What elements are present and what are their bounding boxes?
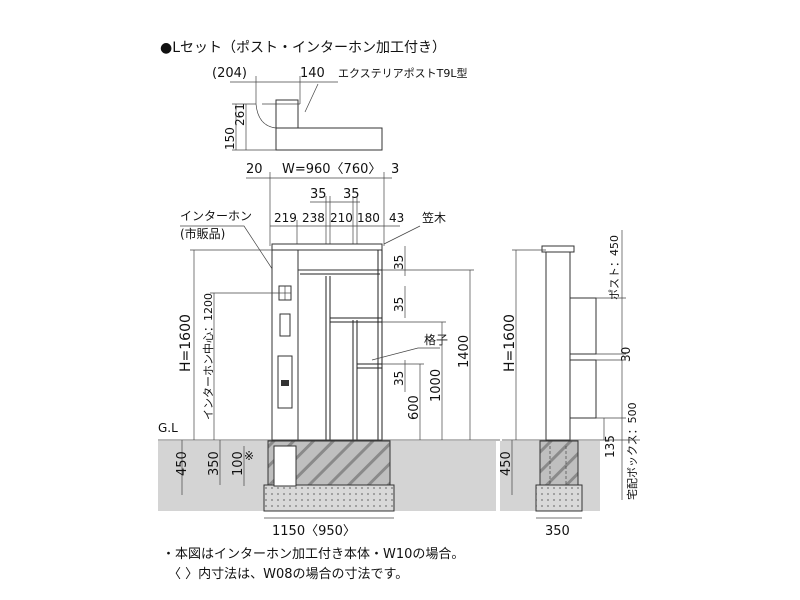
plan-wall-body: [275, 127, 383, 151]
plan-post: [275, 99, 299, 129]
front-dim-350: 350: [207, 451, 222, 476]
label-kasagi: 笠木: [422, 210, 446, 225]
kasagi-rail: [271, 243, 383, 251]
front-dim-height: H=1600: [178, 314, 194, 372]
side-mailbox: [569, 297, 597, 355]
front-dim-intercom-center: インターホン中心：1200: [202, 293, 215, 420]
front-dim-450: 450: [175, 451, 190, 476]
side-dim-post: ポスト：450: [608, 235, 621, 300]
front-dim-600: 600: [407, 395, 422, 420]
delivery-lock-icon: [281, 380, 289, 386]
plan-dim-261: 261: [233, 103, 247, 126]
label-intercom-sub: (市販品): [180, 226, 225, 241]
front-note-mark: ※: [244, 449, 254, 463]
front-view: 20 W=960〈760〉 3 35 35 219 238 210 180 43…: [158, 162, 500, 539]
front-dim-width: W=960〈760〉: [282, 162, 381, 177]
front-dim-3: 3: [391, 162, 399, 177]
lattice-frame: [297, 269, 383, 441]
front-dim-1000: 1000: [429, 369, 444, 402]
side-view: H=1600 ポスト：450 30 宅配ボックス：500 135 450 350: [499, 230, 640, 539]
plan-view: (204) 140 エクステリアポストT9L型 150 261: [212, 66, 468, 151]
plan-post-label: エクステリアポストT9L型: [338, 66, 468, 80]
note-line-2: 〈 〉内寸法は、W08の場合の寸法です。: [168, 566, 408, 582]
side-dim-height: H=1600: [502, 314, 518, 372]
drawing-title: ●Lセット（ポスト・インターホン加工付き）: [160, 40, 446, 56]
front-post-embed: [273, 445, 297, 487]
side-dim-30: 30: [619, 347, 633, 362]
front-dim-20: 20: [246, 162, 263, 177]
plan-dim-204: (204): [212, 66, 247, 81]
front-dim-35b: 35: [343, 187, 360, 202]
front-gravel: [263, 484, 395, 512]
side-dim-450: 450: [499, 451, 514, 476]
mail-slot: [279, 313, 291, 337]
front-dim-35-r3: 35: [392, 371, 406, 386]
plan-dim-150: 150: [223, 127, 237, 150]
front-post: [271, 249, 299, 441]
label-koshi: 格子: [424, 332, 448, 347]
front-dim-35-r2: 35: [392, 297, 406, 312]
side-dim-350: 350: [545, 524, 570, 539]
front-dim-35-r1: 35: [392, 255, 406, 270]
front-dim-180: 180: [357, 211, 380, 225]
front-dim-base: 1150〈950〉: [272, 524, 356, 539]
label-gl: G.L: [158, 421, 178, 435]
front-dim-1400: 1400: [457, 335, 472, 368]
plan-dim-140: 140: [300, 66, 325, 81]
side-dim-135: 135: [603, 435, 617, 458]
side-kasagi: [541, 245, 575, 253]
side-dim-delivery: 宅配ボックス：500: [625, 402, 639, 500]
label-intercom: インターホン: [180, 209, 252, 223]
front-dim-219: 219: [274, 211, 297, 225]
side-delivery-box: [569, 359, 597, 419]
front-dim-35a: 35: [310, 187, 327, 202]
front-dim-238: 238: [302, 211, 325, 225]
side-gravel: [535, 484, 583, 512]
front-dim-43: 43: [389, 211, 404, 225]
front-dim-100: 100: [231, 451, 246, 476]
note-line-1: ・本図はインターホン加工付き本体・W10の場合。: [162, 547, 464, 562]
front-dim-210: 210: [330, 211, 353, 225]
side-post: [545, 245, 571, 441]
